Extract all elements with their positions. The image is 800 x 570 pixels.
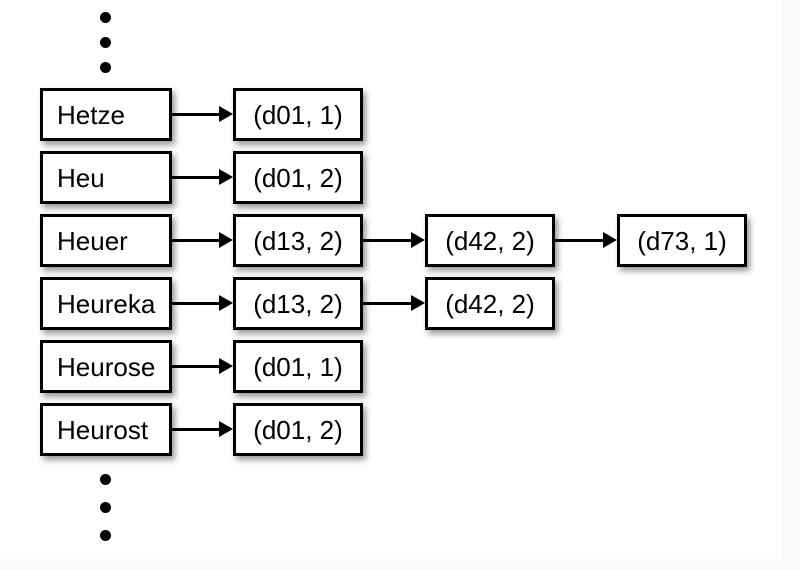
posting-box: (d13, 2) (233, 214, 363, 267)
arrow-right-icon (219, 232, 233, 248)
ellipsis-top-dot (100, 12, 111, 23)
arrow-right-icon (219, 295, 233, 311)
arrow (172, 295, 233, 311)
arrow-shaft (172, 175, 221, 179)
arrow-right-icon (411, 295, 425, 311)
arrow-shaft (555, 238, 605, 242)
posting-box: (d01, 1) (233, 340, 363, 393)
posting-box: (d42, 2) (425, 214, 555, 267)
arrow-right-icon (603, 232, 617, 248)
arrow (363, 232, 425, 248)
posting-label: (d01, 1) (253, 351, 343, 382)
arrow-shaft (172, 427, 221, 431)
posting-box: (d73, 1) (617, 214, 747, 267)
term-box-heu: Heu (40, 151, 172, 204)
diagram-canvas: Hetze (d01, 1) Heu (d01, 2) Heuer (d13, … (40, 12, 747, 541)
posting-box: (d42, 2) (425, 277, 555, 330)
posting-box: (d01, 2) (233, 151, 363, 204)
posting-label: (d13, 2) (253, 225, 343, 256)
term-label: Hetze (57, 99, 125, 130)
arrow-shaft (172, 364, 221, 368)
arrow-shaft (363, 301, 413, 305)
term-label: Heu (57, 162, 105, 193)
arrow-shaft (172, 238, 221, 242)
posting-label: (d42, 2) (445, 288, 535, 319)
term-box-heurost: Heurost (40, 403, 172, 456)
term-box-hetze: Hetze (40, 88, 172, 141)
term-label: Heurost (57, 414, 149, 445)
arrow-right-icon (219, 358, 233, 374)
arrow (363, 295, 425, 311)
arrow-right-icon (219, 421, 233, 437)
term-label: Heureka (57, 288, 156, 319)
ellipsis-bottom-dot (100, 502, 111, 513)
ellipsis-bottom-dot (100, 474, 111, 485)
arrow-right-icon (411, 232, 425, 248)
term-label: Heurose (57, 351, 156, 382)
term-label: Heuer (57, 225, 128, 256)
posting-box: (d01, 1) (233, 88, 363, 141)
ellipsis-bottom-dot (100, 530, 111, 541)
ellipsis-top-dot (100, 62, 111, 73)
arrow (555, 232, 617, 248)
arrow-shaft (363, 238, 413, 242)
posting-label: (d01, 2) (253, 414, 343, 445)
posting-box: (d01, 2) (233, 403, 363, 456)
term-box-heuer: Heuer (40, 214, 172, 267)
posting-label: (d73, 1) (637, 225, 727, 256)
term-box-heureka: Heureka (40, 277, 172, 330)
arrow-right-icon (219, 169, 233, 185)
ellipsis-top-dot (100, 37, 111, 48)
posting-box: (d13, 2) (233, 277, 363, 330)
posting-label: (d01, 2) (253, 162, 343, 193)
arrow (172, 358, 233, 374)
arrow (172, 106, 233, 122)
arrow-right-icon (219, 106, 233, 122)
arrow (172, 232, 233, 248)
arrow-shaft (172, 112, 221, 116)
posting-label: (d42, 2) (445, 225, 535, 256)
posting-label: (d13, 2) (253, 288, 343, 319)
arrow (172, 421, 233, 437)
posting-label: (d01, 1) (253, 99, 343, 130)
term-box-heurose: Heurose (40, 340, 172, 393)
arrow-shaft (172, 301, 221, 305)
arrow (172, 169, 233, 185)
